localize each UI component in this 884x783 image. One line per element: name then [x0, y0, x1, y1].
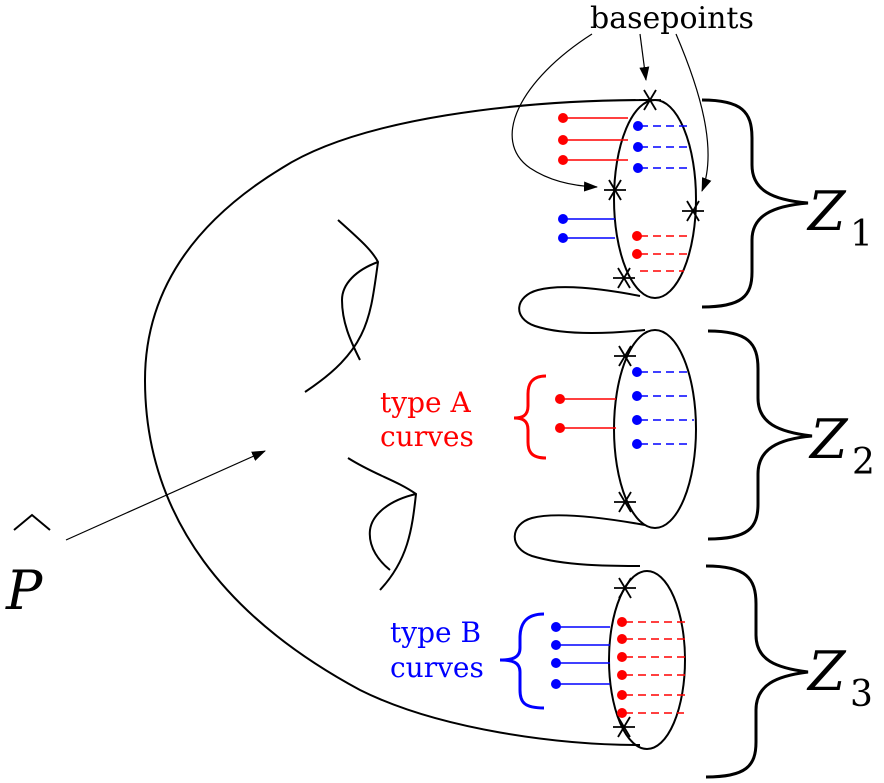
- red-points-z2: [555, 394, 565, 433]
- type-a-brace: [513, 374, 547, 460]
- red-points-z1: [558, 113, 568, 165]
- z3-label-sub: 3: [850, 674, 873, 715]
- basepoint-z1-left: [604, 179, 626, 201]
- basepoint-z2-bottom: [614, 491, 636, 513]
- p-hat-arrow: [65, 450, 266, 541]
- blue-points-z2: [632, 367, 642, 449]
- z2-label-main: Z: [808, 408, 849, 471]
- curves-z2: [555, 367, 694, 449]
- type-b-label-line2: curves: [390, 651, 484, 684]
- handle-upper-arc: [304, 219, 380, 393]
- curves-z3: [551, 617, 688, 718]
- type-b-brace: [499, 612, 545, 710]
- z2-label: Z 2: [808, 408, 875, 483]
- basepoint-z3-bottom: [613, 716, 635, 738]
- red-points-z3: [617, 617, 627, 718]
- z1-label-main: Z: [806, 180, 847, 243]
- blue-points-z3: [551, 622, 561, 689]
- z1-brace: [701, 98, 809, 309]
- red-points-right-z1: [632, 231, 642, 259]
- pinch-z1-z2: [518, 286, 646, 334]
- handle-lower-inner: [368, 493, 417, 571]
- z3-label-main: Z: [806, 640, 847, 703]
- type-a-label-group: type A curves: [380, 374, 547, 460]
- z1-label-sub: 1: [850, 214, 873, 255]
- red-dashed-curves-z1: [640, 235, 688, 272]
- red-solid-curves-z1: [565, 117, 628, 161]
- blue-solid-curves-z3: [558, 626, 610, 685]
- basepoint-z1-bottom: [613, 267, 635, 289]
- basepoints-arrow-left: [511, 33, 598, 192]
- basepoint-z1-right: [682, 200, 704, 222]
- boundary-ellipse-z3: [608, 570, 686, 750]
- basepoints-arrow-middle: [639, 33, 650, 81]
- basepoint-z3-top: [614, 577, 636, 599]
- genus-holes: [304, 219, 418, 591]
- curves-z1: [558, 113, 690, 272]
- boundary-ellipse-z1: [613, 99, 697, 299]
- boundary-ellipses: [608, 99, 697, 750]
- blue-solid-curves-z1: [565, 218, 615, 239]
- pinch-z2-z3: [513, 514, 646, 567]
- boundary-ellipse-z2: [613, 329, 697, 529]
- p-hat-label-group: P: [5, 450, 266, 622]
- blue-points-left-z1: [558, 214, 568, 243]
- p-hat-hat: [13, 513, 51, 531]
- basepoints-arrow-right: [675, 33, 712, 192]
- z3-label: Z 3: [806, 640, 873, 715]
- z3-brace: [705, 564, 809, 779]
- type-b-label-line1: type B: [390, 616, 481, 649]
- surface-outline: [143, 99, 651, 746]
- blue-points-z1: [633, 121, 643, 173]
- p-hat-label: P: [5, 559, 44, 622]
- basepoints-label: basepoints: [590, 1, 754, 36]
- handle-upper-inner: [340, 261, 379, 361]
- z2-label-sub: 2: [852, 442, 875, 483]
- outer-boundary: [143, 99, 651, 746]
- handle-lower-arc: [347, 457, 418, 591]
- basepoints-arrows: [511, 33, 712, 192]
- type-a-label-line1: type A: [380, 386, 471, 419]
- red-solid-curves-z2: [562, 398, 616, 429]
- basepoint-z2-top: [614, 345, 636, 367]
- blue-dashed-curves-z1: [640, 125, 690, 169]
- basepoint-markers: [604, 89, 704, 738]
- z1-label: Z 1: [806, 180, 873, 255]
- red-dashed-curves-z3: [625, 621, 688, 714]
- type-b-label-group: type B curves: [390, 612, 545, 710]
- type-a-label-line2: curves: [380, 420, 474, 453]
- blue-dashed-curves-z2: [640, 371, 694, 445]
- z-braces: [701, 98, 813, 779]
- z2-brace: [707, 329, 813, 541]
- basepoint-z1-top: [639, 89, 661, 111]
